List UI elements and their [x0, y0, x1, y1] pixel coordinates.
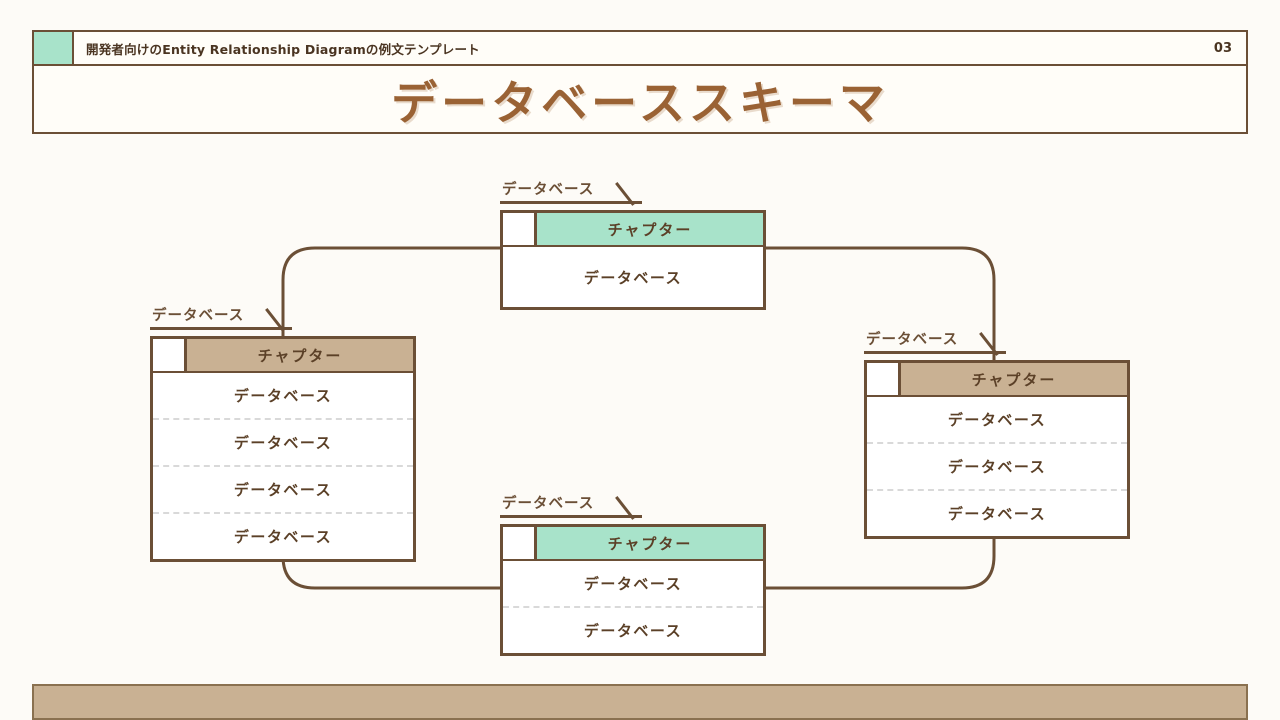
footer-bar [32, 684, 1248, 720]
entity-right-header-row: チャプター [867, 363, 1127, 397]
slide-subtitle: 開発者向けのEntity Relationship Diagramの例文テンプレ… [86, 41, 480, 57]
table-row[interactable]: データベース [947, 411, 1047, 429]
table-row[interactable]: データベース [583, 575, 683, 593]
table-row[interactable]: データベース [867, 442, 1127, 489]
primary-key-cell-icon [153, 339, 187, 371]
entity-label-flag-icon [500, 182, 642, 206]
slide-header-block: 開発者向けのEntity Relationship Diagramの例文テンプレ… [32, 30, 1248, 134]
entity-bottom-header-title: チャプター [537, 527, 763, 559]
entity-bottom-header-row: チャプター [503, 527, 763, 561]
entity-bottom-box[interactable]: チャプター データベース データベース [500, 524, 766, 656]
entity-bottom-rows: データベース データベース [503, 561, 763, 653]
page-number: 03 [1213, 40, 1232, 56]
accent-square-icon [34, 32, 74, 64]
primary-key-cell-icon [503, 527, 537, 559]
entity-bottom-label-text: データベース [502, 496, 595, 512]
entity-right-label-text: データベース [866, 332, 959, 348]
entity-label-flag-icon [500, 496, 642, 520]
table-row[interactable]: データベース [153, 512, 413, 559]
connector-left-to-top [281, 246, 502, 344]
entity-bottom[interactable]: データベース チャプター データベース データベース [500, 496, 766, 656]
subtitle-bar: 開発者向けのEntity Relationship Diagramの例文テンプレ… [34, 32, 1246, 66]
table-row[interactable]: データベース [153, 418, 413, 465]
entity-left-header-title: チャプター [187, 339, 413, 371]
primary-key-cell-icon [867, 363, 901, 395]
entity-top-header-title: チャプター [537, 213, 763, 245]
entity-top-label: データベース [500, 178, 642, 206]
entity-left-box[interactable]: チャプター データベース データベース データベース データベース [150, 336, 416, 562]
entity-left-header-row: チャプター [153, 339, 413, 373]
entity-label-flag-icon [864, 332, 1006, 356]
entity-top-header-row: チャプター [503, 213, 763, 247]
primary-key-cell-icon [503, 213, 537, 245]
entity-top-label-text: データベース [502, 182, 595, 198]
entity-label-flag-icon [150, 308, 292, 332]
entity-left[interactable]: データベース チャプター データベース データベース データベース データベース [150, 308, 416, 562]
page-title: データベーススキーマ [391, 76, 889, 130]
table-row[interactable]: データベース [153, 465, 413, 512]
entity-right[interactable]: データベース チャプター データベース データベース データベース [864, 332, 1130, 539]
entity-right-header-title: チャプター [901, 363, 1127, 395]
entity-left-rows: データベース データベース データベース データベース [153, 373, 413, 559]
entity-top-box[interactable]: チャプター データベース [500, 210, 766, 310]
entity-right-box[interactable]: チャプター データベース データベース データベース [864, 360, 1130, 539]
table-row[interactable]: データベース [233, 387, 333, 405]
table-row[interactable]: データベース [583, 268, 683, 287]
entity-left-label-text: データベース [152, 308, 245, 324]
entity-top[interactable]: データベース チャプター データベース [500, 182, 766, 310]
entity-right-label: データベース [864, 328, 1006, 356]
entity-right-rows: データベース データベース データベース [867, 397, 1127, 536]
entity-top-rows: データベース [503, 247, 763, 307]
entity-left-label: データベース [150, 304, 292, 332]
table-row[interactable]: データベース [867, 489, 1127, 536]
table-row[interactable]: データベース [503, 606, 763, 653]
entity-bottom-label: データベース [500, 492, 642, 520]
